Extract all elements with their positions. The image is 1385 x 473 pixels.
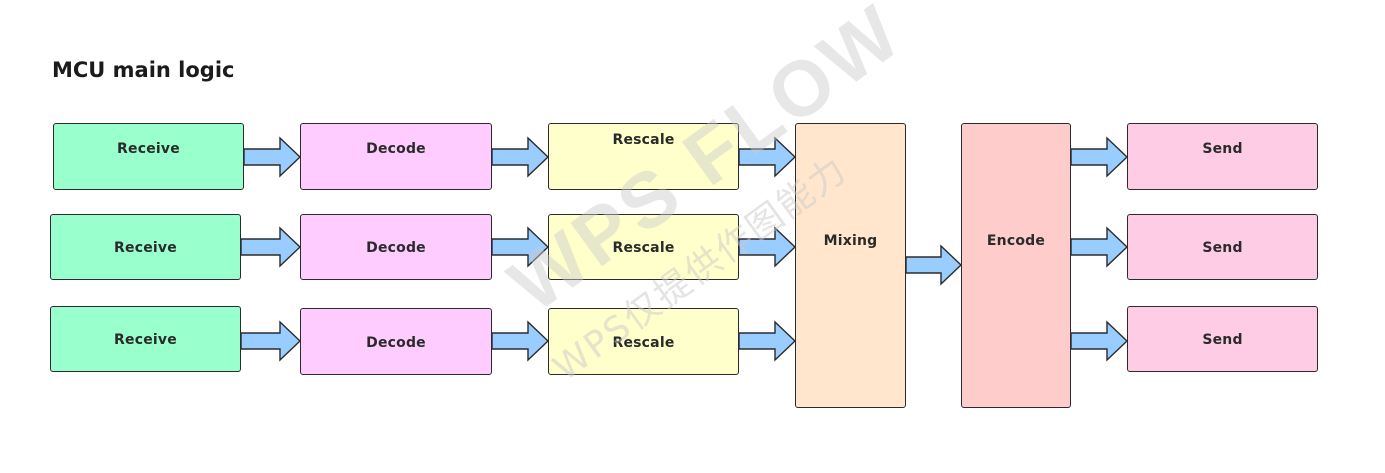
rescale-node-2[interactable]: Rescale [548,214,739,280]
send-label-1: Send [1202,141,1243,157]
send-node-1[interactable]: Send [1127,123,1318,190]
flow-arrow-9 [738,320,797,362]
decode-label-1: Decode [366,141,426,157]
flow-arrow-2 [240,226,302,268]
receive-label-3: Receive [114,332,177,348]
send-node-3[interactable]: Send [1127,306,1318,372]
diagram-title: MCU main logic [52,58,235,82]
receive-node-3[interactable]: Receive [50,306,241,372]
send-node-2[interactable]: Send [1127,214,1318,280]
flow-arrow-4 [491,136,550,178]
rescale-node-3[interactable]: Rescale [548,308,739,375]
receive-node-1[interactable]: Receive [53,123,244,190]
mixing-label: Mixing [823,233,878,249]
rescale-label-2: Rescale [612,240,675,256]
decode-node-2[interactable]: Decode [300,214,492,280]
flow-arrow-12 [1070,226,1129,268]
flow-arrow-13 [1070,320,1129,362]
receive-label-1: Receive [117,141,180,157]
decode-label-2: Decode [366,240,426,256]
mixing-node[interactable]: Mixing [795,123,906,408]
flow-arrow-6 [491,320,550,362]
decode-node-3[interactable]: Decode [300,308,492,375]
flow-arrow-3 [240,320,302,362]
rescale-node-1[interactable]: Rescale [548,123,739,190]
encode-label: Encode [986,233,1046,249]
rescale-label-1: Rescale [612,132,675,148]
receive-label-2: Receive [114,240,177,256]
flow-arrow-11 [1070,136,1129,178]
flow-arrow-5 [491,226,550,268]
flow-arrow-8 [738,226,797,268]
rescale-label-3: Rescale [612,335,675,351]
decode-label-3: Decode [366,335,426,351]
flow-arrow-1 [243,136,302,178]
encode-node[interactable]: Encode [961,123,1071,408]
send-label-3: Send [1202,332,1243,348]
flow-arrow-7 [738,136,797,178]
send-label-2: Send [1202,240,1243,256]
flow-arrow-10 [905,244,963,286]
decode-node-1[interactable]: Decode [300,123,492,190]
receive-node-2[interactable]: Receive [50,214,241,280]
